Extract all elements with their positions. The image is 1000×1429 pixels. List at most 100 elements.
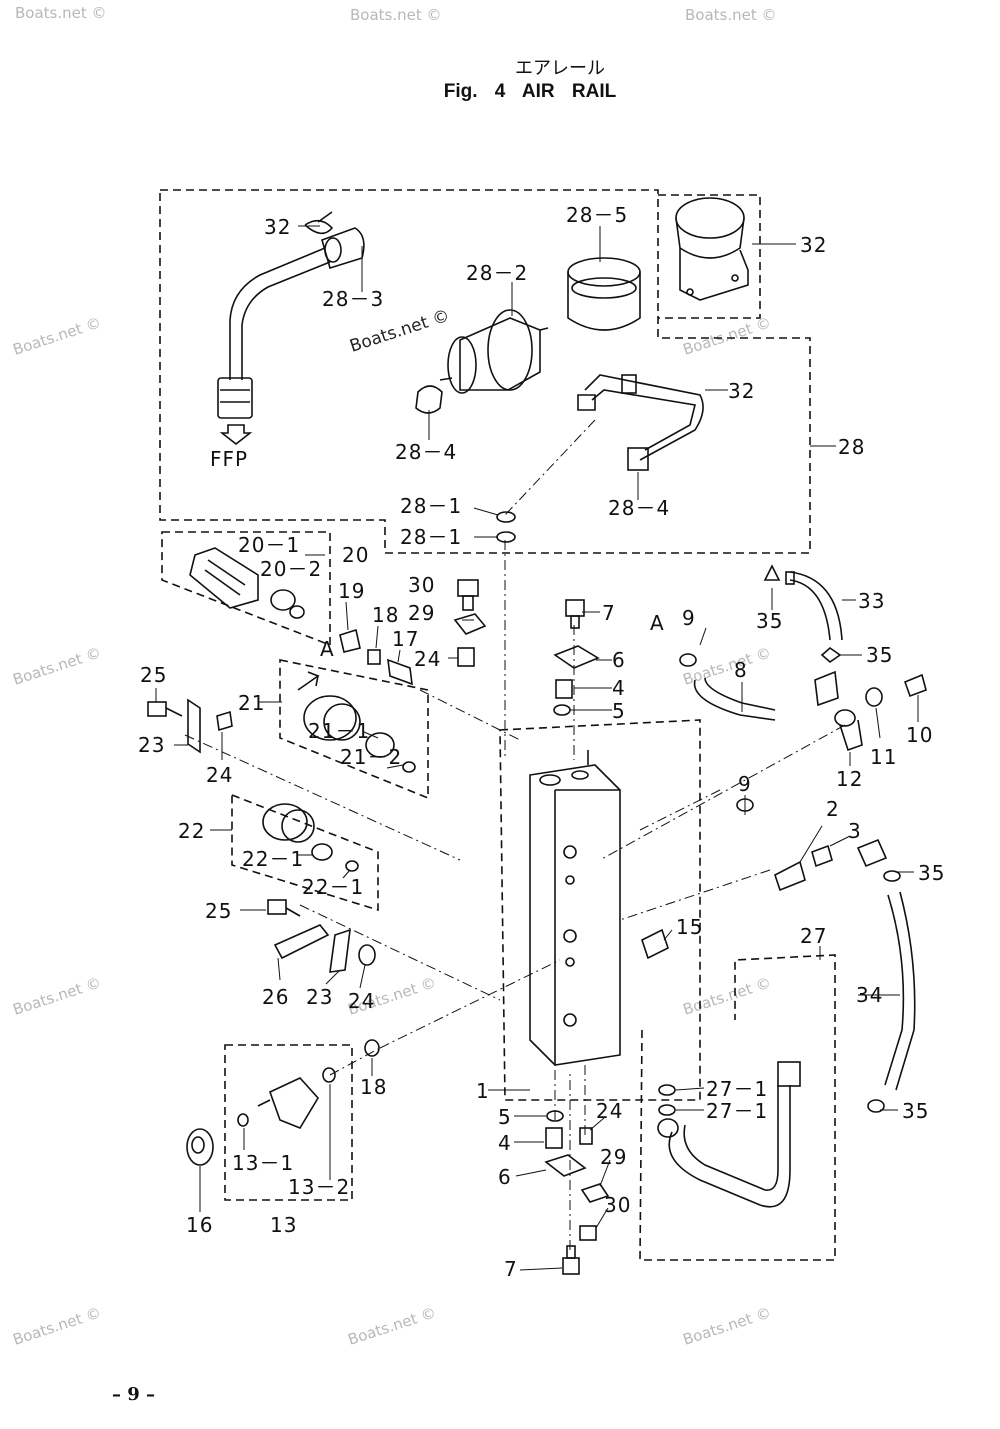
callout-35: 35 (756, 609, 783, 633)
callout-19: 19 (338, 579, 365, 603)
callout-1: 1 (476, 1079, 490, 1103)
clamp-35-lower (867, 1099, 885, 1113)
pipe-27 (657, 1061, 801, 1208)
bracket-32 (675, 197, 749, 301)
figure-title-japanese: エアレール (515, 58, 605, 79)
callout-25: 25 (140, 663, 167, 687)
callout-35: 35 (866, 643, 893, 667)
label-plate-15 (641, 928, 669, 960)
callout-7: 7 (602, 601, 616, 625)
group-28-outline (159, 189, 811, 554)
callout-29: 29 (408, 601, 435, 625)
nut-24-lower (358, 944, 376, 966)
callout-32: 32 (800, 233, 827, 257)
callout-23: 23 (138, 733, 165, 757)
svg-text:Boats.net ©: Boats.net © (681, 1303, 774, 1348)
callout-29: 29 (600, 1145, 627, 1169)
callout-33: 33 (858, 589, 885, 613)
washer-11 (865, 687, 883, 707)
svg-text:Boats.net ©: Boats.net © (681, 973, 774, 1018)
callout-23: 23 (306, 985, 333, 1009)
parts-19-18-17 (339, 628, 413, 686)
callout-18: 18 (372, 603, 399, 627)
hose-34 (884, 891, 916, 1091)
hose-8 (693, 677, 776, 721)
callout-12: 12 (836, 767, 863, 791)
callout-26: 26 (262, 985, 289, 1009)
callout-28-4: 28－4 (608, 496, 670, 520)
callout-2: 2 (826, 797, 840, 821)
callout-22: 22 (178, 819, 205, 843)
callout-5: 5 (498, 1105, 512, 1129)
callout-6: 6 (612, 648, 626, 672)
callout-18: 18 (360, 1075, 387, 1099)
callout-10: 10 (906, 723, 933, 747)
damper-22 (262, 803, 359, 872)
callout-22-1: 22－1 (302, 875, 364, 899)
group-20-outline (161, 531, 331, 647)
callout-13: 13 (270, 1213, 297, 1237)
callout-21-1: 21－1 (308, 719, 370, 743)
bolt-30-upper (457, 579, 479, 611)
plate-6-lower (544, 1154, 587, 1177)
callout-24: 24 (206, 763, 233, 787)
clamp-35-upper (763, 564, 781, 581)
callout-28-1: 28－1 (400, 525, 462, 549)
callout-22-1: 22－1 (242, 847, 304, 871)
callout-24: 24 (596, 1099, 623, 1123)
callout-13-2: 13－2 (288, 1175, 350, 1199)
page-number: – 9 – (112, 1384, 156, 1405)
callout-35: 35 (902, 1099, 929, 1123)
regulator-21 (297, 671, 416, 773)
callout-leaders (155, 225, 919, 1271)
callout-24: 24 (414, 647, 441, 671)
hose-33 (785, 571, 843, 641)
clamp-35-mid (883, 870, 901, 882)
callout-7: 7 (504, 1257, 518, 1281)
bolt-25-lower (267, 899, 301, 917)
callout-20-1: 20－1 (238, 533, 300, 557)
clamp-35-right (820, 646, 842, 664)
callout-28-4: 28－4 (395, 440, 457, 464)
callout-6: 6 (498, 1165, 512, 1189)
callout-5: 5 (612, 699, 626, 723)
clip-29-lower (580, 1183, 610, 1203)
svg-text:Boats.net ©: Boats.net © (11, 1303, 104, 1348)
plate-26 (273, 924, 330, 960)
o-ring-5-upper (553, 704, 571, 716)
bolt-10 (903, 673, 927, 698)
injector-20 (189, 547, 305, 619)
o-ring-28-1 (496, 511, 516, 543)
fitting-4-upper (555, 679, 573, 699)
bracket-23-upper (187, 698, 201, 754)
group-13-outline (224, 1044, 353, 1201)
svg-text:Boats.net ©: Boats.net © (347, 306, 452, 357)
callout-16: 16 (186, 1213, 213, 1237)
callout-30: 30 (408, 573, 435, 597)
callout-21: 21 (238, 691, 265, 715)
bracket-23-lower (329, 928, 351, 973)
callout-9: 9 (682, 606, 696, 630)
air-rail-body-1 (529, 750, 621, 1066)
callout-28-5: 28－5 (566, 203, 628, 227)
group-22-outline (231, 793, 379, 912)
watermarks: Boats.net © Boats.net © Boats.net © Boat… (11, 4, 777, 1349)
svg-text:Boats.net ©: Boats.net © (11, 643, 104, 688)
callout-20: 20 (342, 543, 369, 567)
callout-21-2: 21－2 (340, 745, 402, 769)
callout-13-1: 13－1 (232, 1151, 294, 1175)
callout-27-1: 27－1 (706, 1077, 768, 1101)
view-arrow-a: A (320, 637, 335, 661)
union-2 (774, 860, 806, 892)
nut-24-bottom (579, 1127, 593, 1145)
callout-labels: FFP 32 28－3 28－2 28－5 32 32 28－4 28 28－4… (138, 203, 944, 1281)
svg-text:Boats.net ©: Boats.net © (350, 6, 442, 24)
bolt-30-lower (579, 1225, 597, 1241)
clip-29-upper (453, 613, 487, 635)
bolt-7-lower (562, 1245, 580, 1275)
callout-30: 30 (604, 1193, 631, 1217)
elbow-fitting (814, 670, 839, 707)
callout-28-3: 28－3 (322, 287, 384, 311)
svg-text:Boats.net ©: Boats.net © (681, 313, 774, 358)
ring-18-lower (364, 1039, 380, 1057)
